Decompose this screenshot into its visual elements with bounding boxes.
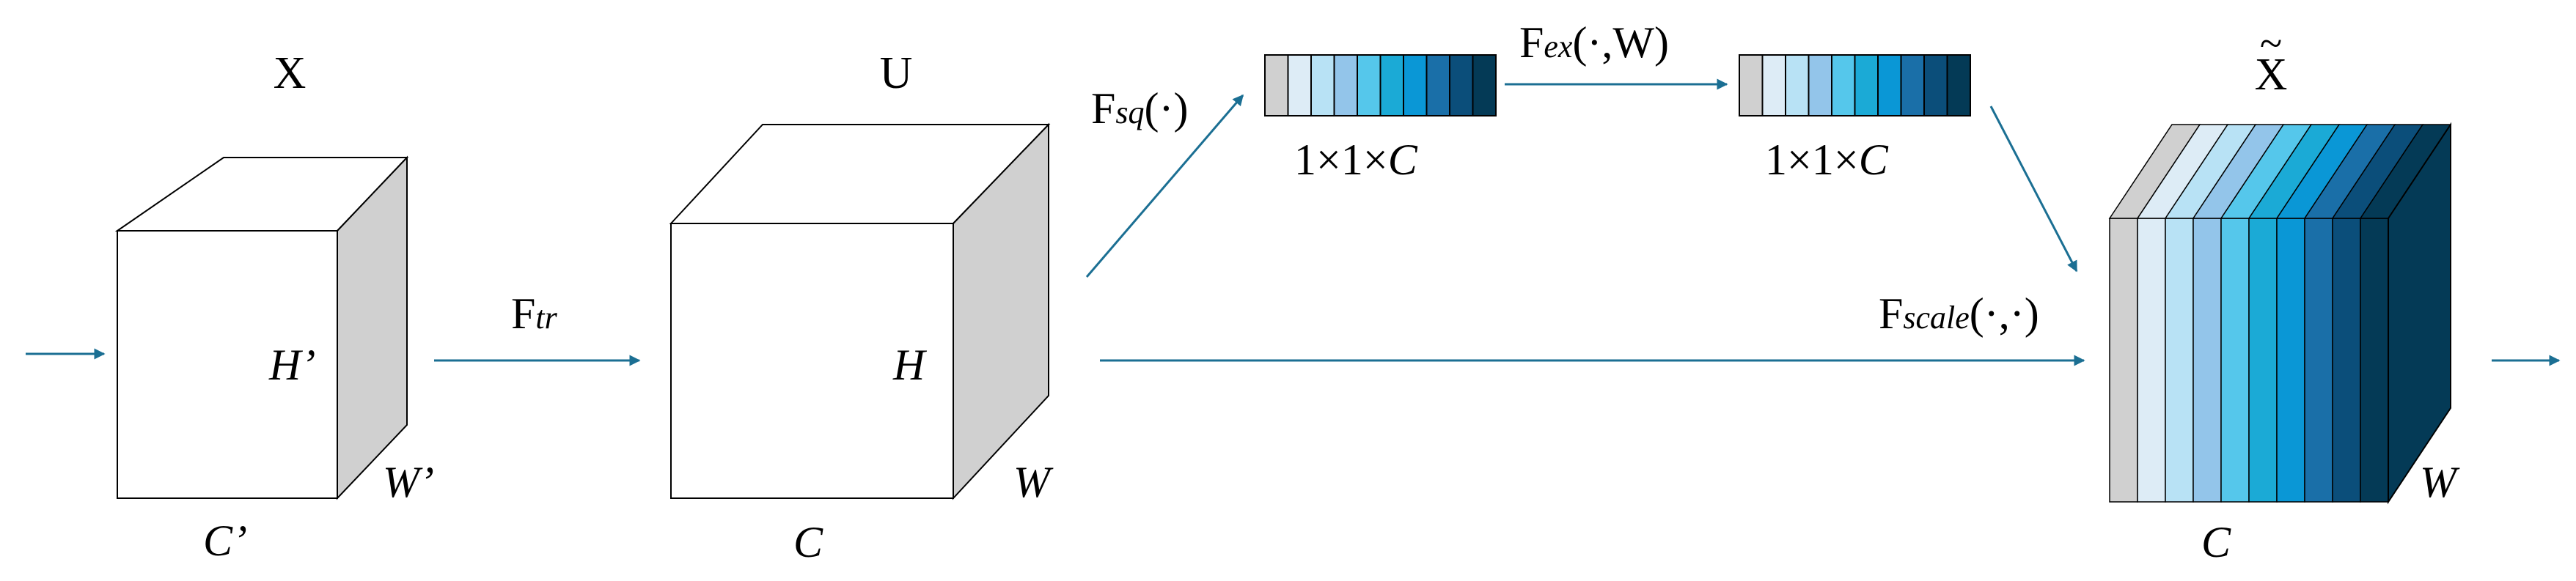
squeeze-vector-cell: [1357, 54, 1381, 116]
excitation-vector-cell: [1831, 54, 1856, 116]
excitation-vector-cell: [1854, 54, 1879, 116]
u-title: U: [880, 48, 913, 98]
squeeze-vector-cell: [1425, 54, 1450, 116]
fex-label: Fex(·,W): [1519, 18, 1669, 67]
excitation-vector-cell: [1946, 54, 1971, 116]
u-channels-label: C: [793, 518, 823, 566]
arrows: [26, 78, 2561, 366]
x-width-label: W’: [383, 458, 434, 506]
squeeze-vector-cell: [1287, 54, 1312, 116]
output-channel-front: [2360, 218, 2389, 503]
x-channels-label: C’: [203, 517, 247, 565]
output-channel-front: [2220, 218, 2250, 503]
excitation-vector-cell: [1785, 54, 1810, 116]
excitation-vector-cell: [1761, 54, 1786, 116]
x-cube-front: [117, 230, 338, 499]
x-title: X: [274, 48, 307, 98]
squeeze-vector-cell: [1449, 54, 1474, 116]
output-channel-front: [2276, 218, 2305, 503]
output-channel-front: [2332, 218, 2361, 503]
output-side-face: [2388, 122, 2451, 505]
output-channel-front: [2192, 218, 2222, 503]
output-channel-front: [2248, 218, 2278, 503]
output-tensor-x-tilde: [2108, 122, 2452, 505]
u-height-label: H: [892, 341, 928, 389]
squeeze-vector: [1264, 54, 1497, 116]
x-height-label: H’: [268, 341, 315, 389]
excitation-vector-cell: [1808, 54, 1832, 116]
squeeze-vector-cell: [1403, 54, 1428, 116]
excitation-vector-cell: [1877, 54, 1902, 116]
squeeze-vector-cell: [1264, 54, 1289, 116]
scale-weight-arrow: [1989, 106, 2078, 273]
feature-map-u: [669, 122, 1051, 500]
excitation-vector-cell: [1900, 54, 1925, 116]
squeeze-vector-cell: [1310, 54, 1335, 116]
ftr-label: Ftr: [511, 289, 558, 338]
x-tilde-title: X: [2255, 50, 2288, 100]
squeeze-vector-cell: [1472, 54, 1497, 116]
u-width-label: W: [1013, 458, 1054, 506]
output-width-label: W: [2420, 458, 2460, 506]
output-channels-label: C: [2201, 518, 2231, 566]
squeeze-vector-cell: [1379, 54, 1404, 116]
u-cube-front: [670, 223, 954, 499]
x-tilde-mark: ~: [2260, 21, 2282, 67]
squeeze-arrow: [1085, 94, 1244, 278]
excitation-vector: [1739, 54, 1971, 116]
squeeze-size-label: 1×1×C: [1294, 136, 1418, 184]
output-channel-front: [2109, 218, 2138, 503]
output-channel-front: [2304, 218, 2333, 503]
output-channel-front: [2165, 218, 2194, 503]
input-tensor-x: [114, 155, 409, 500]
fsq-label: Fsq(·): [1091, 84, 1188, 133]
excitation-vector-cell: [1739, 54, 1764, 116]
excitation-vector-cell: [1923, 54, 1948, 116]
excitation-size-label: 1×1×C: [1765, 136, 1889, 184]
squeeze-vector-cell: [1333, 54, 1358, 116]
output-channel-front: [2137, 218, 2166, 503]
fscale-label: Fscale(·,·): [1879, 289, 2039, 338]
